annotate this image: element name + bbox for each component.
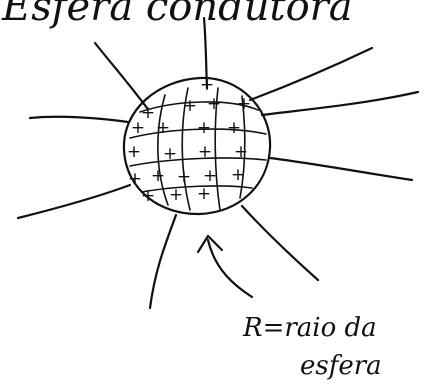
field-line-bottom-right xyxy=(242,206,318,280)
charge-plus: + xyxy=(203,166,217,186)
charge-plus: + xyxy=(207,94,221,114)
charge-plus: + xyxy=(163,144,177,164)
charge-plus: + xyxy=(131,118,145,138)
charge-plus: + xyxy=(234,142,248,162)
charge-plus: + xyxy=(197,184,211,204)
charge-plus: + xyxy=(127,142,141,162)
arrow-shaft xyxy=(208,240,252,297)
field-line-right xyxy=(262,92,418,115)
diagram-title: Esfera condutora xyxy=(1,0,353,30)
charge-plus: + xyxy=(151,166,165,186)
charge-plus: + xyxy=(183,96,197,116)
charge-plus: + xyxy=(231,165,245,185)
charge-plus: + xyxy=(227,118,241,138)
charge-plus: + xyxy=(198,142,212,162)
charge-plus: + xyxy=(156,118,170,138)
charge-plus: + xyxy=(141,186,155,206)
charge-plus: + xyxy=(177,167,191,187)
charge-plus: + xyxy=(200,75,214,95)
field-line-upper-left xyxy=(95,43,147,108)
radius-label-line2: esfera xyxy=(300,351,382,381)
charge-plus: + xyxy=(237,94,251,114)
field-line-lower-right xyxy=(270,158,412,180)
charge-plus: + xyxy=(169,185,183,205)
charge-plus: + xyxy=(197,118,211,138)
field-line-left xyxy=(30,117,128,122)
field-line-lower-left xyxy=(18,185,130,218)
radius-label-line1: R=raio da xyxy=(242,313,377,343)
radius-arrow xyxy=(198,236,252,297)
field-line-upper-right xyxy=(250,48,372,100)
field-line-bottom-left xyxy=(150,215,176,308)
